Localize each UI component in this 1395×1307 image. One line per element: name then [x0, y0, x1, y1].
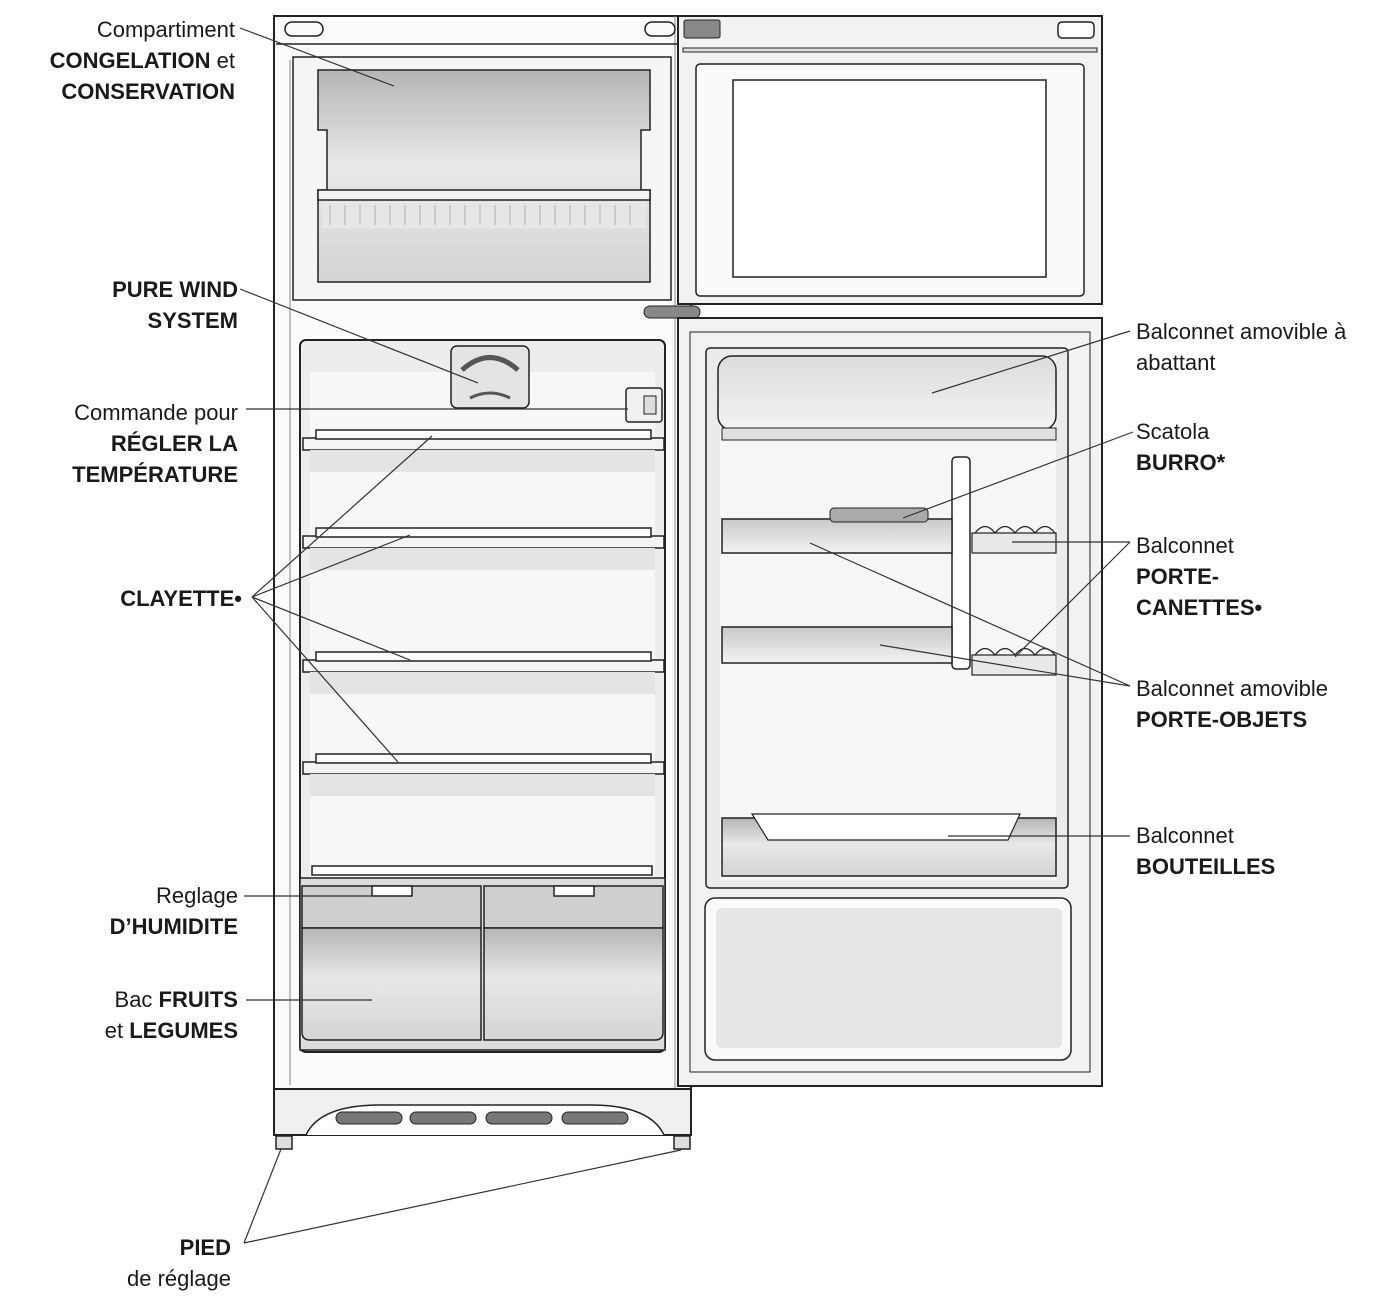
- freezer-label-line1: Compartiment: [96, 17, 235, 42]
- flap-balcony-line2: abattant: [1136, 350, 1216, 375]
- objects-line2: PORTE-OBJETS: [1136, 707, 1308, 732]
- plinth: [273, 1088, 692, 1150]
- label-flap-balcony: Balconnet amovible à abattant: [1136, 316, 1346, 378]
- shelves: [302, 429, 665, 876]
- crisper-legumes: LEGUMES: [129, 1018, 238, 1043]
- label-objects: Balconnet amovible PORTE-OBJETS: [1136, 673, 1328, 735]
- door-rail: [951, 456, 971, 670]
- foot-line2: de réglage: [127, 1266, 231, 1291]
- cans-line2: PORTE-: [1136, 564, 1220, 589]
- freezer-label-et: et: [210, 48, 235, 73]
- label-freezer: Compartiment CONGELATION et CONSERVATION: [50, 14, 235, 107]
- fan-unit: [450, 345, 530, 409]
- foot-left: [275, 1135, 293, 1150]
- label-foot: PIED de réglage: [127, 1232, 231, 1294]
- humidity-line1: Reglage: [156, 883, 238, 908]
- bottle-balcony: [721, 813, 1057, 877]
- cans-line1: Balconnet: [1136, 533, 1234, 558]
- crisper-et: et: [104, 1018, 130, 1043]
- leader-lines: [239, 27, 1134, 1244]
- label-bottles: Balconnet BOUTEILLES: [1136, 820, 1275, 882]
- fridge-compartment: [299, 339, 666, 1053]
- pure-wind-line1: PURE WIND: [112, 277, 238, 302]
- crisper-fruits: FRUITS: [158, 987, 238, 1012]
- crisper-drawers: [299, 877, 666, 1051]
- objects-line1: Balconnet amovible: [1136, 676, 1329, 701]
- shelf-label: CLAYETTE•: [120, 586, 242, 611]
- flap-balcony: [717, 355, 1057, 441]
- thermostat-line3: TEMPÉRATURE: [72, 462, 238, 487]
- cans-line3: CANETTES•: [1136, 595, 1263, 620]
- freezer-compartment: [292, 56, 672, 301]
- pure-wind-line2: SYSTEM: [147, 308, 238, 333]
- foot-line1: PIED: [179, 1235, 231, 1260]
- butter-box: [721, 507, 953, 554]
- label-thermostat: Commande pour RÉGLER LA TEMPÉRATURE: [72, 397, 238, 490]
- label-butter: Scatola BURRO*: [1136, 416, 1225, 478]
- butter-line1: Scatola: [1136, 419, 1210, 444]
- label-crisper: Bac FRUITS et LEGUMES: [105, 984, 238, 1046]
- humidity-line2: D’HUMIDITE: [109, 914, 238, 939]
- foot-right: [673, 1135, 691, 1150]
- thermostat-line1: Commande pour: [74, 400, 238, 425]
- label-shelf: CLAYETTE•: [120, 583, 242, 614]
- fridge-door: [677, 317, 1103, 1087]
- freezer-door: [677, 15, 1103, 305]
- label-cans: Balconnet PORTE- CANETTES•: [1136, 530, 1262, 623]
- label-pure-wind: PURE WIND SYSTEM: [112, 274, 238, 336]
- crisper-bac: Bac: [114, 987, 159, 1012]
- freezer-label-line3: CONSERVATION: [61, 79, 235, 104]
- flap-balcony-line1: Balconnet amovible à: [1136, 319, 1347, 344]
- butter-line2: BURRO*: [1136, 450, 1226, 475]
- thermostat-line2: RÉGLER LA: [110, 431, 238, 456]
- label-humidity: Reglage D’HUMIDITE: [110, 880, 238, 942]
- thermostat-knob: [625, 387, 663, 423]
- bottles-line1: Balconnet: [1136, 823, 1234, 848]
- bottles-line2: BOUTEILLES: [1136, 854, 1276, 879]
- freezer-label-bold: CONGELATION: [49, 48, 211, 73]
